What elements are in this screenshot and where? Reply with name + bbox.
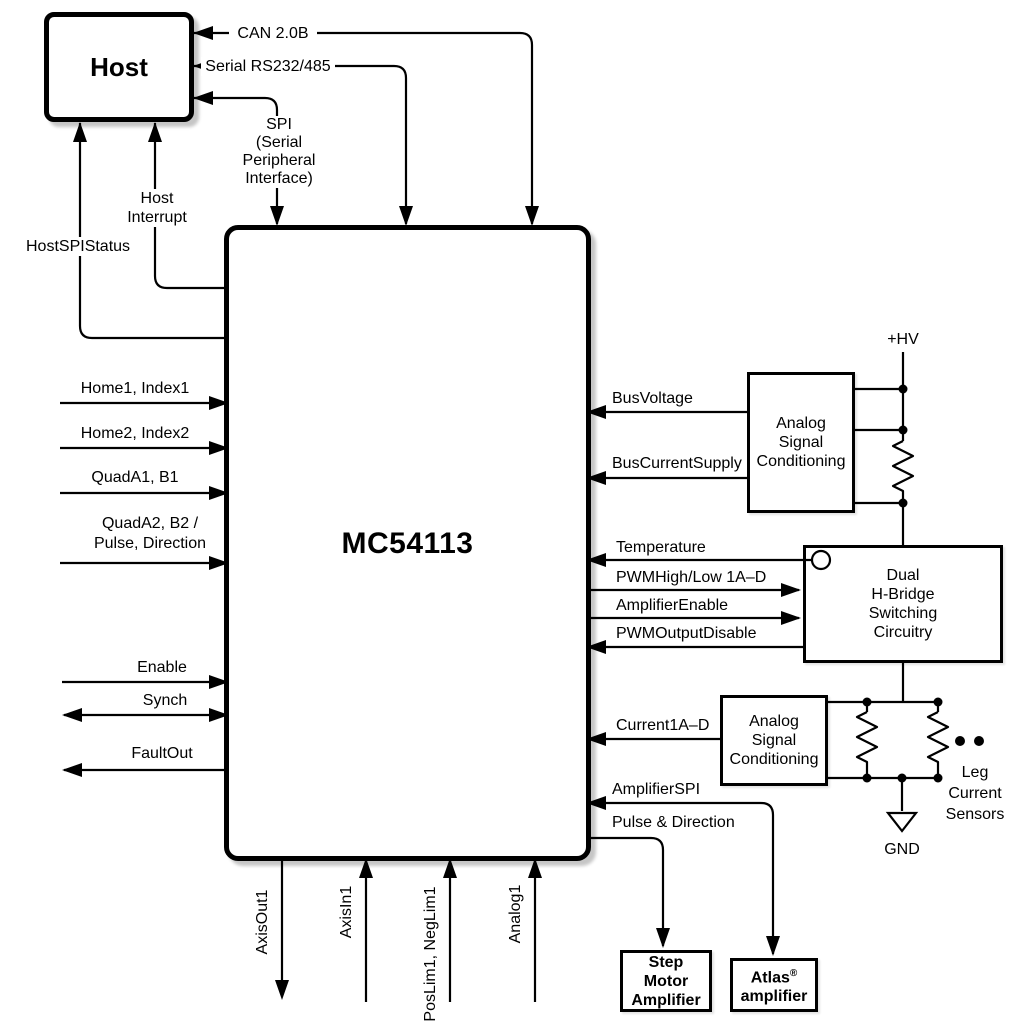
analog1-label: Analog1 <box>507 884 524 944</box>
atlas-amplifier-label: Atlas®amplifier <box>740 967 808 1006</box>
arrow-faultout-out <box>62 763 82 777</box>
quada1-b1-label: QuadA1, B1 <box>91 469 179 486</box>
step-motor-amplifier-box: Step Motor Amplifier <box>620 950 712 1012</box>
faultout-label: FaultOut <box>131 745 193 762</box>
buscurrentsupply-label: BusCurrentSupply <box>612 455 742 472</box>
arrow-pwmhighlow-into-hbridge <box>781 583 801 597</box>
arrow-can-into-host <box>193 26 213 40</box>
arrow-spi-into-chip <box>270 206 284 226</box>
left-input-wires <box>60 401 227 772</box>
arrow-hostinterrupt-into-host <box>148 122 162 142</box>
can-label: CAN 2.0B <box>229 24 317 43</box>
arrow-amplifierenable-into-hbridge <box>781 611 801 625</box>
arrow-axisout1-down <box>275 980 289 1000</box>
synch-label: Synch <box>142 692 188 709</box>
temperature-label: Temperature <box>616 539 706 556</box>
pulsedirection-wire <box>588 836 665 946</box>
hostinterrupt-label: Host Interrupt <box>113 189 201 227</box>
spi-label: SPI (Serial Peripheral Interface) <box>222 116 336 188</box>
arrow-serial-into-chip <box>399 206 413 226</box>
step-motor-amplifier-label: Step Motor Amplifier <box>631 953 701 1009</box>
ellipsis-dots <box>955 736 984 746</box>
mc54113-chip-box: MC54113 <box>224 225 591 861</box>
arrow-amplifierspi-into-atlas <box>766 936 780 956</box>
amplifierspi-label: AmplifierSPI <box>612 781 701 798</box>
gnd-symbol-icon <box>885 811 919 833</box>
serial-label: Serial RS232/485 <box>201 57 335 76</box>
analog-signal-conditioning-box-top: Analog Signal Conditioning <box>747 372 855 513</box>
host-box: Host <box>44 12 194 122</box>
atlas-amplifier-box: Atlas®amplifier <box>730 958 818 1012</box>
hostspistatus-label: HostSPIStatus <box>24 237 133 256</box>
asc2-label: Analog Signal Conditioning <box>729 713 819 768</box>
current1ad-label: Current1A–D <box>616 717 710 734</box>
hv-label: +HV <box>887 331 919 348</box>
home1-index1-label: Home1, Index1 <box>80 380 190 397</box>
bottom-axis-wires <box>280 860 537 1002</box>
arrow-hostspistatus-into-host <box>73 122 87 142</box>
host-label: Host <box>90 51 148 82</box>
arrow-poslim-into-chip <box>443 858 457 878</box>
chip-label: MC54113 <box>341 526 474 560</box>
hv-resistor <box>891 440 915 499</box>
arrow-spi-into-host <box>193 91 213 105</box>
hostspistatus-wire <box>78 123 227 340</box>
quada2-b2-label: QuadA2, B2 / Pulse, Direction <box>93 515 207 552</box>
pulsedirection-label: Pulse & Direction <box>612 814 735 831</box>
hbridge-label: Dual H-Bridge Switching Circuitry <box>868 567 938 641</box>
poslim1-neglim1-label: PosLim1, NegLim1 <box>422 886 439 1022</box>
arrow-pulsedirection-into-step <box>656 928 670 948</box>
leg-current-sensors-label: Leg Current Sensors <box>945 764 1005 823</box>
amplifierenable-label: AmplifierEnable <box>616 597 729 614</box>
gnd-label: GND <box>884 841 920 858</box>
arrow-axisin1-into-chip <box>359 858 373 878</box>
dual-h-bridge-box: Dual H-Bridge Switching Circuitry <box>803 545 1003 663</box>
pwmoutputdisable-label: PWMOutputDisable <box>616 625 757 642</box>
enable-label: Enable <box>137 659 187 676</box>
arrow-analog1-into-chip <box>528 858 542 878</box>
axisout1-label: AxisOut1 <box>254 889 271 955</box>
analog-signal-conditioning-box-bottom: Analog Signal Conditioning <box>720 695 828 786</box>
axisin1-label: AxisIn1 <box>338 885 355 939</box>
asc1-label: Analog Signal Conditioning <box>756 415 846 470</box>
pwmhighlow-label: PWMHigh/Low 1A–D <box>616 569 767 586</box>
arrow-synch-out <box>62 708 82 722</box>
leg-resistor-1 <box>855 702 879 778</box>
busvoltage-label: BusVoltage <box>612 390 693 407</box>
home2-index2-label: Home2, Index2 <box>80 425 190 442</box>
arrow-can-into-chip <box>525 206 539 226</box>
